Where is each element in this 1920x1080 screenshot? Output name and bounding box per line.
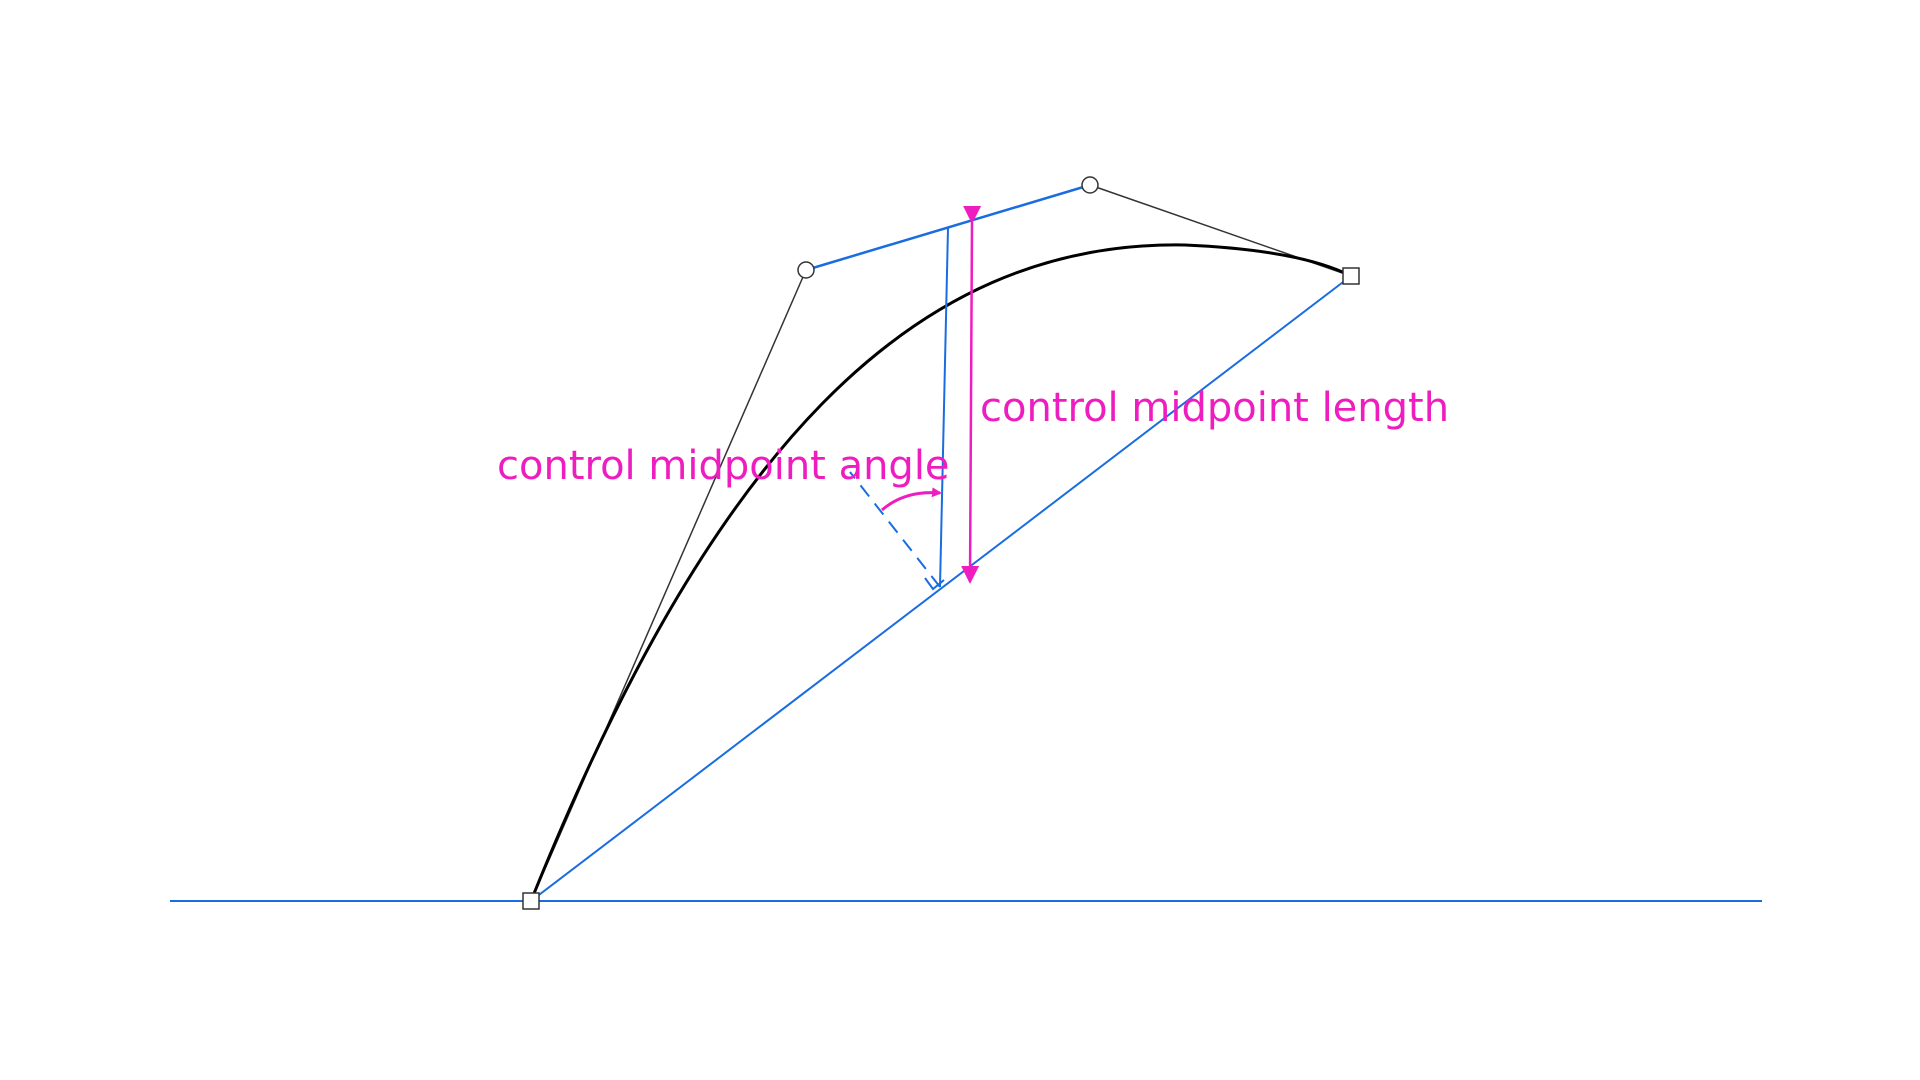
label-control-midpoint-angle: control midpoint angle <box>497 443 950 489</box>
control-midpoint-vertical <box>939 227 949 588</box>
perpendicular-dashed <box>849 471 941 588</box>
control-point-2[interactable] <box>1081 176 1099 194</box>
label-control-midpoint-length: control midpoint length <box>980 385 1449 431</box>
chord-line <box>530 275 1352 902</box>
bezier-curve <box>529 243 1352 902</box>
anchor-point-end[interactable] <box>1342 267 1360 285</box>
midpoint-length-arrow <box>961 205 982 584</box>
control-connector-line <box>805 183 1091 272</box>
control-point-1[interactable] <box>797 261 815 279</box>
anchor-point-start[interactable] <box>522 892 540 910</box>
midpoint-angle-arc <box>881 487 942 512</box>
right-angle-marker <box>924 577 945 591</box>
